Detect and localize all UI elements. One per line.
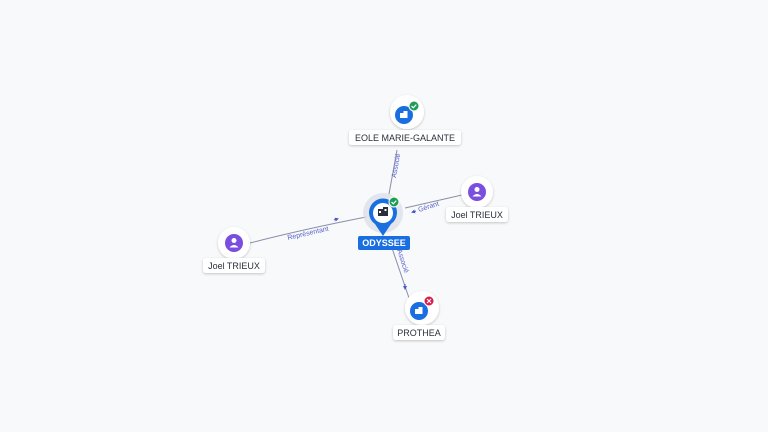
company-icon [400,111,408,118]
node-label-eole: EOLE MARIE-GALANTE [355,133,455,143]
center-node-odyssee[interactable]: ODYSSEE [358,193,410,250]
edge-joel-left-center[interactable]: Représentant [249,216,367,244]
edge-label-associe-bottom: Associé [395,248,409,274]
status-closed-icon [423,295,435,307]
center-node-label: ODYSSEE [362,238,406,248]
edge-label-associe-top: Associé [391,153,402,178]
company-icon [378,207,388,216]
edge-label-representant: Représentant [287,226,330,242]
person-icon [472,187,482,197]
edge-center-prothea[interactable]: Associé [391,247,410,299]
node-label-joel-left: Joel TRIEUX [208,261,260,271]
person-icon [229,238,239,248]
edge-center-eole[interactable]: Associé [388,149,402,195]
node-label-prothea: PROTHEA [397,328,441,338]
status-active-icon [408,100,420,112]
edge-label-gerant: Gérant [417,201,440,214]
status-active-icon [388,196,400,208]
node-joel-trieux-right[interactable]: Joel TRIEUX [446,176,508,222]
node-prothea[interactable]: PROTHEA [393,291,445,340]
node-eole-marie-galante[interactable]: EOLE MARIE-GALANTE [349,95,461,145]
node-joel-trieux-left[interactable]: Joel TRIEUX [203,227,265,273]
node-label-joel-right: Joel TRIEUX [451,210,503,220]
company-icon [415,307,423,314]
